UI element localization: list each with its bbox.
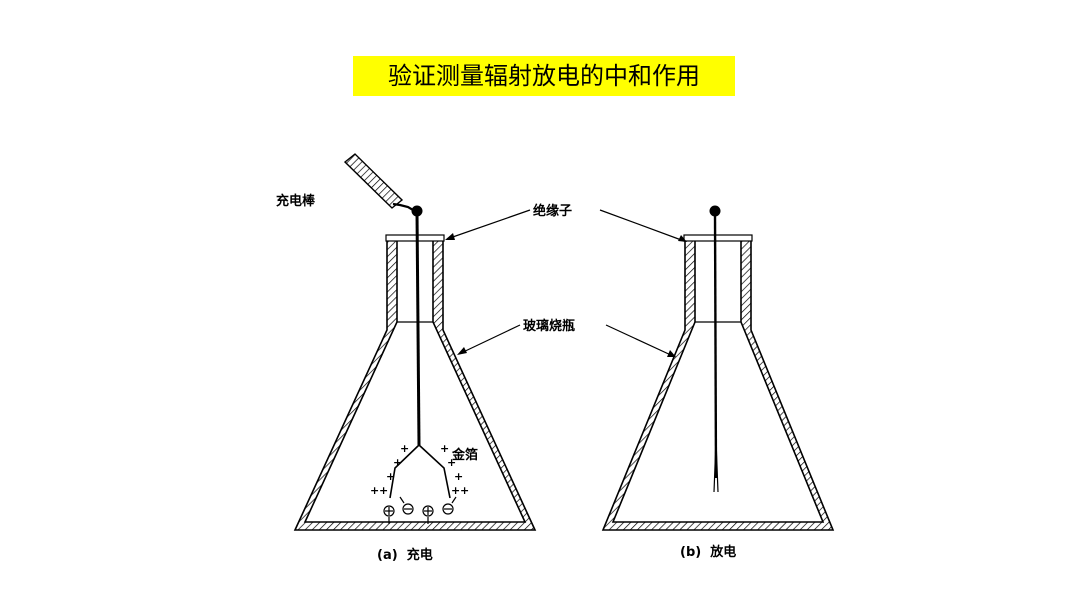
insulator-b: [683, 234, 753, 242]
leader-flask-a: [458, 324, 521, 355]
plus-sign: +: [370, 484, 379, 497]
plus-charges: + + + + + + + + + +: [370, 442, 469, 497]
plus-sign: +: [400, 442, 409, 455]
plus-sign: +: [379, 484, 388, 497]
flask-a-wall: [293, 239, 537, 531]
plus-sign: +: [460, 484, 469, 497]
insulator-a: [385, 234, 445, 242]
plus-sign: +: [386, 470, 395, 483]
plus-sign: +: [454, 470, 463, 483]
label-gold-foil: 金箔: [451, 447, 478, 463]
positive-ion: [383, 505, 395, 524]
electroscope-rod-b: [713, 211, 718, 479]
slide-title: 验证测量辐射放电的中和作用: [353, 56, 735, 96]
electroscope-ball-b: [709, 205, 721, 217]
label-charging-rod: 充电棒: [276, 193, 316, 209]
leader-flask-b: [605, 324, 674, 357]
gold-foil-b: [713, 439, 719, 493]
plus-sign: +: [440, 442, 449, 455]
charging-rod: [343, 153, 414, 211]
leader-insulator-b: [599, 209, 685, 242]
positive-ion: [422, 505, 434, 524]
plus-sign: +: [393, 456, 402, 469]
flask-a: [293, 205, 537, 531]
negative-ion: [399, 496, 414, 515]
leader-insulator-a: [446, 209, 531, 240]
electroscope-ball-a: [411, 205, 423, 217]
negative-ion: [442, 496, 457, 515]
plus-sign: +: [451, 484, 460, 497]
flask-b: [601, 205, 835, 531]
ion-pairs: [383, 496, 457, 524]
gold-foil-a: [389, 444, 451, 499]
caption-b: (b) 放电: [680, 544, 736, 560]
plus-sign: +: [447, 456, 456, 469]
label-glass-flask: 玻璃烧瓶: [523, 318, 575, 334]
label-insulator: 绝缘子: [533, 203, 572, 219]
caption-a: (a) 充电: [377, 547, 433, 563]
electroscope-rod-a: [415, 211, 421, 446]
